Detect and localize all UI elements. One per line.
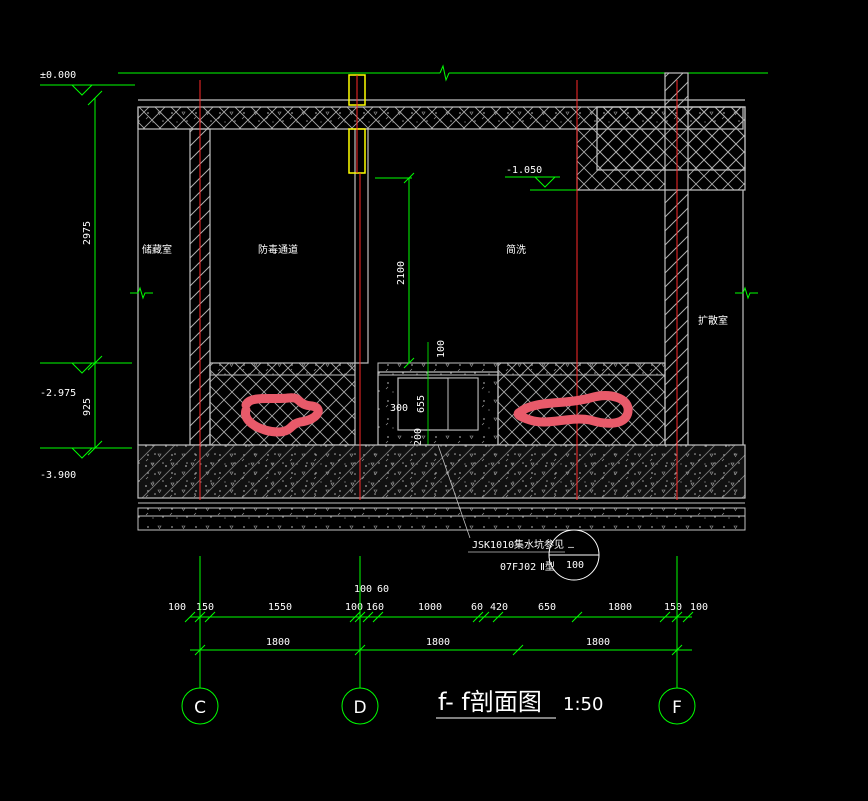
- dim1-1550: 1550: [268, 602, 292, 613]
- axis-bubble-d: D: [341, 687, 379, 725]
- beam-block-right: [687, 106, 746, 171]
- extension-lines: [199, 556, 678, 688]
- beam-block-left: [596, 106, 666, 171]
- roof-slab-aggregate: [138, 107, 743, 129]
- base-slab-aggregate: [138, 445, 745, 498]
- dim1-150b: 150: [664, 602, 682, 613]
- axis-label-f: F: [672, 698, 682, 718]
- room-label-storage: 储藏室: [142, 243, 172, 256]
- dim-pit-base-200: 200: [413, 428, 424, 446]
- note-ref-bottom: 100: [566, 560, 584, 571]
- dimension-tick: [492, 611, 504, 623]
- dim1-1800: 1800: [608, 602, 632, 613]
- ceiling-elevation-marker: -1.050: [505, 165, 577, 191]
- elevation-middle-text: -2.975: [40, 388, 76, 399]
- dim-small-60: 60: [377, 584, 389, 595]
- sump-pit: [377, 371, 499, 446]
- markup-scribble-left: [241, 393, 323, 437]
- dim1-160: 160: [366, 602, 384, 613]
- dim-pit-300: 300: [390, 403, 408, 414]
- dimension-tick: [571, 611, 583, 623]
- dim-small-100: 100: [354, 584, 372, 595]
- dimension-tick: [472, 611, 484, 623]
- elevation-marker-top: ±0.000: [40, 70, 135, 96]
- dimension-tick: [372, 611, 384, 623]
- drawing-title: f- f剖面图 1:50: [436, 688, 603, 719]
- sump-note: JSK1010 集水坑参见 07FJ02 Ⅱ型 — 100: [437, 444, 600, 581]
- dimension-tick: [362, 611, 374, 623]
- break-line-right: [735, 286, 758, 300]
- door-height-dimension: 2100 100 655 300 200: [375, 172, 447, 446]
- note-text: 集水坑参见: [514, 538, 564, 551]
- title-text: f- f剖面图: [438, 688, 542, 716]
- floor-finish-left: [209, 362, 356, 376]
- dim1-100c: 100: [690, 602, 708, 613]
- axis-label-d: D: [353, 698, 366, 718]
- dimension-tick: [512, 644, 524, 656]
- note-ref-top: —: [568, 542, 575, 553]
- dimension-tick: [349, 611, 361, 623]
- dimension-tick: [184, 611, 196, 623]
- dim-pit-655: 655: [416, 395, 427, 413]
- bedding-layer: [137, 515, 746, 531]
- elevation-marker-bottom: -3.900: [40, 447, 132, 481]
- scale-text: 1:50: [563, 694, 603, 715]
- room-label-diffusion: 扩散室: [698, 314, 728, 327]
- dimension-tick: [659, 611, 671, 623]
- dim2-1800a: 1800: [266, 637, 290, 648]
- axis-bubble-c: C: [181, 687, 219, 725]
- axis-label-c: C: [194, 698, 206, 718]
- dim2-1800b: 1800: [426, 637, 450, 648]
- elevation-bottom-text: -3.900: [40, 470, 76, 481]
- dim-pit-top-100: 100: [436, 340, 447, 358]
- dim1-420: 420: [490, 602, 508, 613]
- dim-upper-2975: 2975: [82, 221, 93, 245]
- cushion-layer: [137, 507, 746, 517]
- axis-lines: [199, 80, 678, 500]
- dimension-chain-1: 100 150 1550 100 160 1000 60 420 650 180…: [168, 584, 708, 623]
- break-line-left: [130, 286, 153, 300]
- left-vertical-dimension: 2975 925: [82, 90, 103, 456]
- note-type: Ⅱ型: [540, 560, 555, 573]
- elevation-top-text: ±0.000: [40, 70, 76, 81]
- elevation-marker-middle: -2.975: [40, 362, 132, 399]
- dim1-150a: 150: [196, 602, 214, 613]
- top-reference-line: [118, 64, 768, 82]
- note-code: JSK1010: [472, 540, 514, 551]
- room-label-wash: 简洗: [506, 243, 526, 256]
- dim1-60: 60: [471, 602, 483, 613]
- dim1-1000: 1000: [418, 602, 442, 613]
- elevation-ceiling-text: -1.050: [506, 165, 542, 176]
- dimension-chain-2: 1800 1800 1800: [190, 637, 692, 656]
- markup-scribble-right: [513, 391, 633, 428]
- dimension-tick: [204, 611, 216, 623]
- dimension-tick: [682, 611, 694, 623]
- dim1-100a: 100: [168, 602, 186, 613]
- dim-door-2100: 2100: [396, 261, 407, 285]
- dim1-650: 650: [538, 602, 556, 613]
- room-label-antiblast: 防毒通道: [258, 243, 298, 256]
- dim2-1800c: 1800: [586, 637, 610, 648]
- dim1-100b: 100: [345, 602, 363, 613]
- note-atlas: 07FJ02: [500, 562, 536, 573]
- dimension-tick: [478, 611, 490, 623]
- axis-bubble-f: F: [658, 687, 696, 725]
- dim-lower-925: 925: [82, 398, 93, 416]
